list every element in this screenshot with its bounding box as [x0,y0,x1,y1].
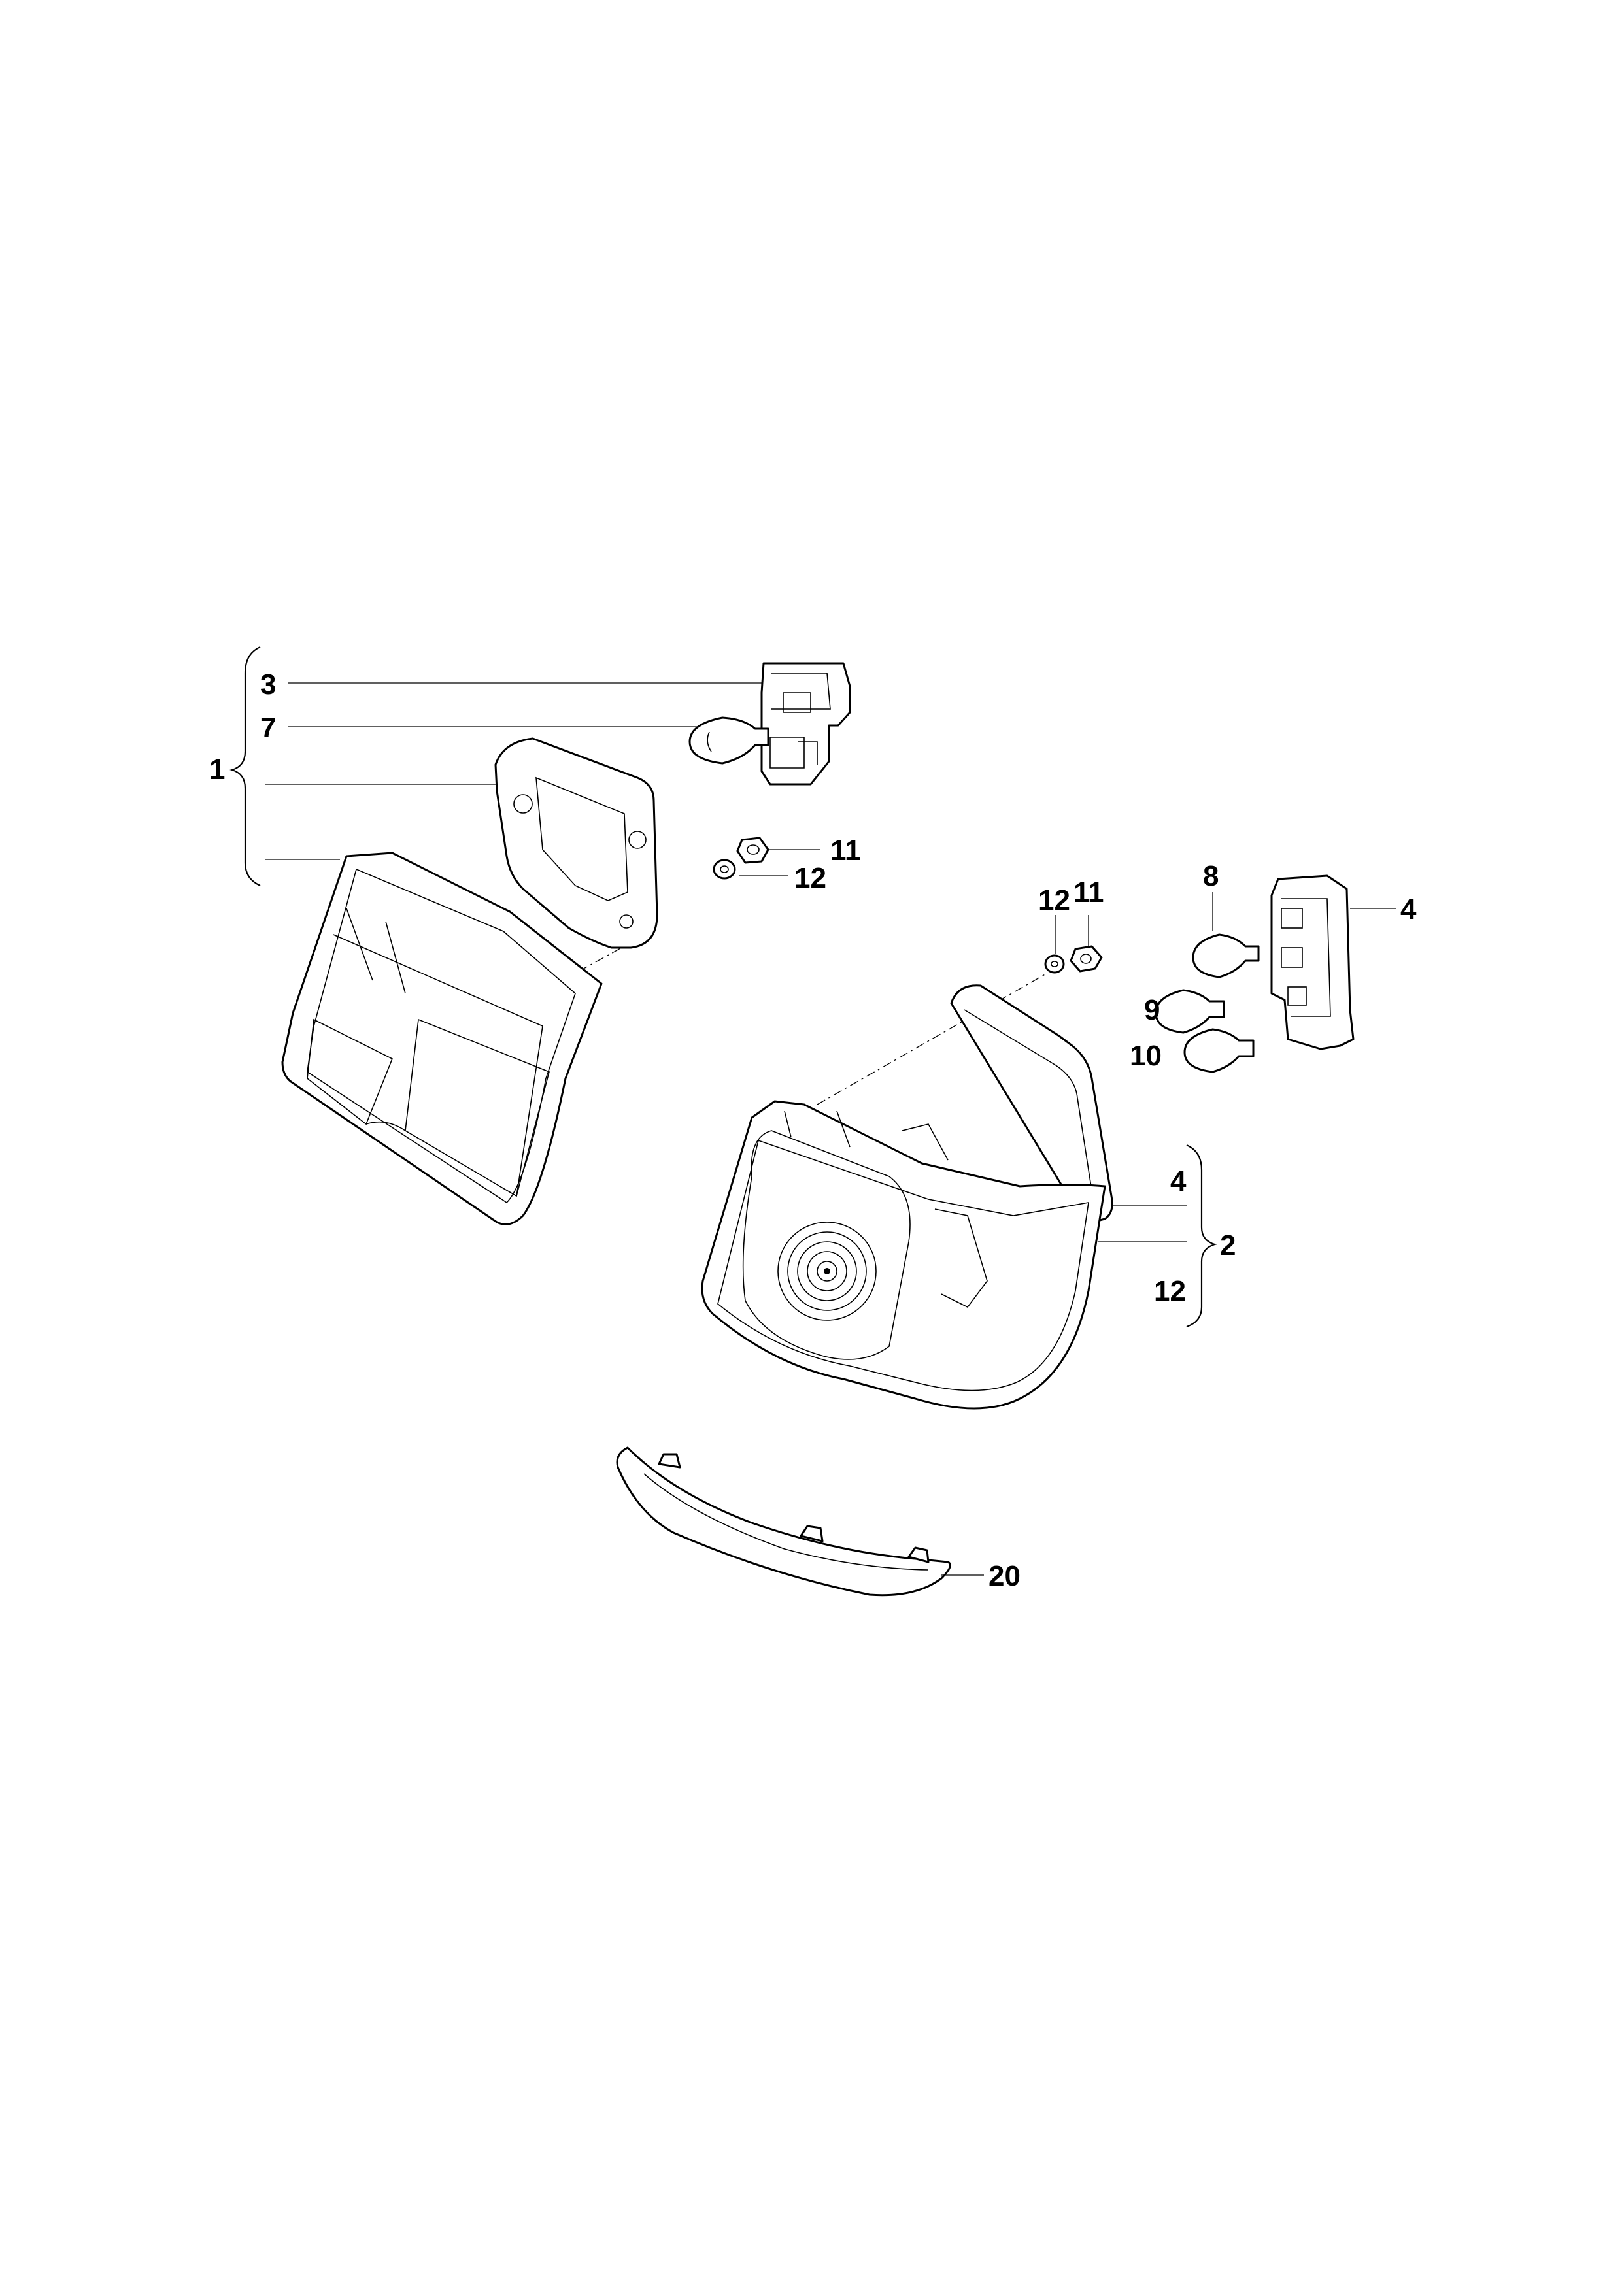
callout-4-holder: 4 [1400,893,1417,925]
callout-8: 8 [1203,860,1219,892]
nut-left [736,837,769,864]
right-group-bracket [1186,1144,1217,1328]
bulb-left [688,716,769,765]
callout-4-group: 4 [1170,1165,1187,1197]
callout-7: 7 [260,712,276,744]
callout-9: 9 [1144,994,1160,1026]
callout-20: 20 [988,1560,1021,1592]
bulb-10 [1183,1028,1255,1073]
gasket-right [950,984,1113,1223]
callout-12-right: 12 [1038,884,1070,916]
callout-11-right: 11 [1073,876,1104,908]
gasket-left [494,737,658,949]
callout-10: 10 [1130,1040,1162,1072]
left-group-bracket [229,646,261,887]
bulb-8 [1192,933,1260,978]
leader-lines-left [265,682,820,981]
nut-right [1070,945,1103,973]
bulb-holder-left [760,662,851,786]
reflector-strip [616,1446,984,1597]
tail-lamp-outer [701,1100,1106,1410]
callout-11-left: 11 [830,835,861,867]
callout-12-left: 12 [794,862,826,894]
bulb-9 [1155,989,1225,1034]
washer-right [1044,954,1065,974]
washer-left [713,859,736,880]
callout-1: 1 [209,754,225,786]
bulb-holder-right [1270,874,1355,1050]
tail-lamp-inner [281,852,603,1225]
leader-lines-right [817,892,1396,1242]
callout-12-group: 12 [1154,1275,1186,1307]
callout-2: 2 [1220,1229,1236,1261]
callout-3: 3 [260,669,276,701]
